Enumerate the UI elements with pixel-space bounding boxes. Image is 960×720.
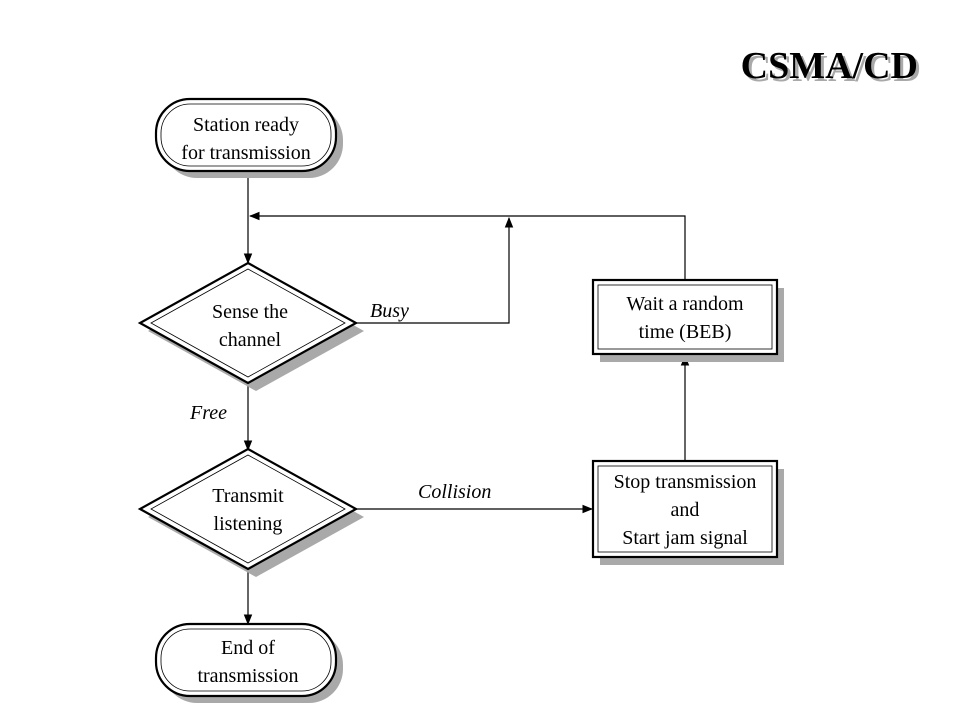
node-end-transmission: End of transmission: [154, 622, 343, 703]
node-station-ready: Station ready for transmission: [154, 97, 343, 178]
end-line2: transmission: [197, 665, 298, 687]
stop-line2: and: [671, 499, 700, 521]
wait-line1: Wait a random: [626, 293, 744, 315]
node-sense-channel: Sense the channel: [137, 261, 364, 391]
node-wait-random: Wait a random time (BEB): [591, 278, 784, 362]
end-line1: End of: [221, 637, 275, 659]
edge-backoff-loop: [248, 211, 686, 280]
transmit-line2: listening: [214, 513, 283, 535]
stop-line1: Stop transmission: [614, 471, 757, 493]
connectors: [243, 173, 690, 626]
station-ready-line2: for transmission: [181, 142, 310, 164]
sense-channel-line1: Sense the: [212, 301, 288, 323]
node-transmit-listening: Transmit listening: [137, 447, 364, 577]
node-stop-transmission: Stop transmission and Start jam signal: [591, 459, 784, 565]
sense-channel-line2: channel: [219, 329, 282, 351]
wait-line2: time (BEB): [639, 321, 732, 343]
edge-busy-loop: [356, 216, 514, 324]
stop-line3: Start jam signal: [622, 527, 748, 549]
slide-title: CSMA/CD: [740, 45, 918, 87]
edge-label-collision: Collision: [418, 481, 491, 503]
edge-label-free: Free: [189, 402, 227, 424]
transmit-line1: Transmit: [212, 485, 284, 507]
edge-label-busy: Busy: [370, 300, 409, 322]
station-ready-line1: Station ready: [193, 114, 299, 136]
